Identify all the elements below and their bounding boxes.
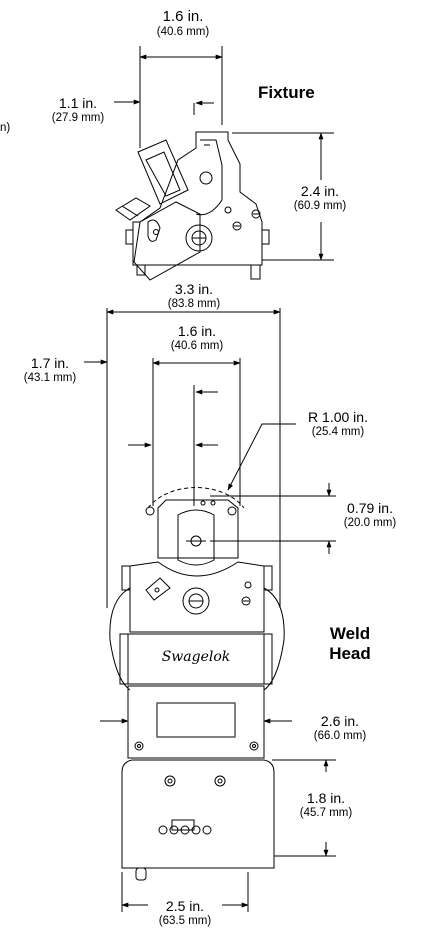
- fixture-jaw-offset-label: 1.1 in. (27.9 mm): [40, 95, 116, 125]
- base-height-label: 1.8 in. (45.7 mm): [288, 790, 364, 820]
- edge-fragment: n): [0, 122, 11, 134]
- head-offset-in: 1.7 in.: [30, 355, 70, 371]
- fixture-drawing: [114, 46, 334, 281]
- head-offset-mm: (43.1 mm): [23, 372, 77, 384]
- body-width-mm: (66.0 mm): [313, 730, 367, 742]
- head-overall-width-in: 3.3 in.: [174, 281, 214, 297]
- base-width-mm: (63.5 mm): [158, 915, 212, 927]
- rotor-radius-label: R 1.00 in. (25.4 mm): [296, 409, 380, 439]
- weld-head-title-line1: Weld: [329, 624, 371, 643]
- base-height-mm: (45.7 mm): [299, 807, 353, 819]
- head-rotor-width-label: 1.6 in. (40.6 mm): [155, 323, 239, 353]
- rotor-center-height-label: 0.79 in. (20.0 mm): [332, 500, 408, 530]
- base-width-in: 2.5 in.: [165, 898, 205, 914]
- rotor-radius-mm: (25.4 mm): [311, 426, 365, 438]
- base-height-in: 1.8 in.: [306, 790, 346, 806]
- body-width-label: 2.6 in. (66.0 mm): [298, 713, 382, 743]
- rotor-radius-in: R 1.00 in.: [308, 409, 368, 425]
- fixture-jaw-offset-in: 1.1 in.: [58, 95, 98, 111]
- head-offset-label: 1.7 in. (43.1 mm): [14, 355, 86, 385]
- head-overall-width-mm: (83.8 mm): [152, 297, 236, 311]
- head-rotor-width-mm: (40.6 mm): [170, 340, 224, 352]
- fixture-height-mm: (60.9 mm): [293, 200, 347, 212]
- fixture-width-in: 1.6 in.: [162, 8, 204, 25]
- fixture-height-in: 2.4 in.: [300, 183, 340, 199]
- body-width-in: 2.6 in.: [320, 713, 360, 729]
- weld-head-title: Weld Head: [320, 624, 380, 664]
- base-width-label: 2.5 in. (63.5 mm): [146, 898, 224, 928]
- fixture-jaw-offset-mm: (27.9 mm): [51, 112, 105, 124]
- fixture-height-label: 2.4 in. (60.9 mm): [280, 183, 360, 213]
- head-overall-width-label: 3.3 in. (83.8 mm): [152, 281, 236, 311]
- fixture-width-mm: (40.6 mm): [156, 26, 210, 38]
- weld-head-drawing: [84, 308, 336, 912]
- weld-head-title-line2: Head: [329, 644, 371, 663]
- fixture-width-label: 1.6 in. (40.6 mm): [141, 8, 225, 39]
- brand-logo: Swagelok: [161, 649, 231, 665]
- fixture-title: Fixture: [258, 83, 315, 102]
- rotor-center-height-in: 0.79 in.: [347, 500, 393, 516]
- rotor-center-height-mm: (20.0 mm): [343, 517, 397, 529]
- head-rotor-width-in: 1.6 in.: [177, 323, 217, 339]
